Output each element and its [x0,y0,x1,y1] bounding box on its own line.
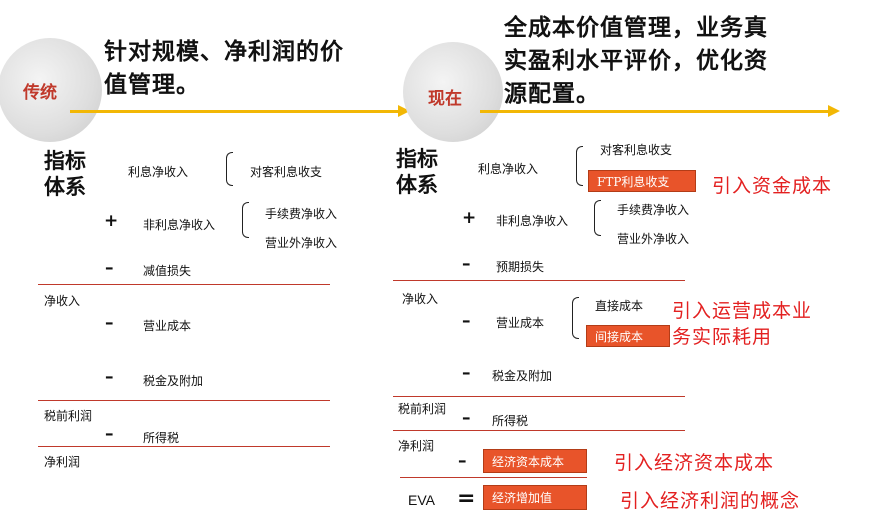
divider [38,400,330,401]
side-label-line: 体系 [44,175,86,199]
indirect-cost-box: 间接成本 [586,325,670,347]
current-side-label: 指标 体系 [396,146,438,198]
net-income-label: 净收入 [44,294,81,308]
brace [572,297,579,339]
side-label-line: 体系 [396,173,438,197]
brace [226,152,233,186]
interest-income: 利息净收入 [128,165,189,179]
customer-interest: 对客利息收支 [600,143,673,157]
side-label-line: 指标 [44,149,86,173]
divider [38,284,330,285]
minus-operator: – [105,313,114,333]
current-badge-circle [403,42,503,142]
interest-income: 利息净收入 [478,162,539,176]
current-arrow-head [828,105,840,117]
impairment: 减值损失 [143,264,192,278]
current-headline-line: 全成本价值管理，业务真 [504,15,768,41]
divider [393,396,685,397]
traditional-side-label: 指标 体系 [44,148,86,200]
current-headline-line: 实盈利水平评价，优化资 [504,48,768,74]
non-operating-income: 营业外净收入 [617,232,690,246]
operating-cost: 营业成本 [143,319,192,333]
minus-operator: – [105,367,114,387]
note-line: 引入运营成本业 [672,300,813,322]
traditional-headline: 针对规模、净利润的价 值管理。 [104,36,344,102]
divider [393,280,685,281]
divider [393,430,685,431]
non-interest-income: 非利息净收入 [143,218,216,232]
traditional-badge: 传统 [23,83,57,103]
net-profit-label: 净利润 [398,439,435,453]
current-arrow-line [480,110,830,113]
direct-cost: 直接成本 [595,299,644,313]
income-tax: 所得税 [492,414,529,428]
current-headline-line: 源配置。 [504,81,600,107]
net-income-label: 净收入 [402,292,439,306]
income-tax: 所得税 [143,431,180,445]
divider [400,477,587,478]
eva-label: EVA [408,492,435,508]
plus-operator: + [462,208,477,228]
minus-operator: – [105,424,114,444]
traditional-badge-circle [0,38,102,142]
note-econ-capital: 引入经济资本成本 [614,452,775,474]
tax-surcharge: 税金及附加 [143,374,204,388]
brace [594,200,601,236]
traditional-headline-line: 针对规模、净利润的价 [104,39,344,65]
fee-income: 手续费净收入 [617,203,690,217]
fee-income: 手续费净收入 [265,207,338,221]
traditional-arrow-line [70,110,400,113]
non-interest-income: 非利息净收入 [496,214,569,228]
brace [242,202,249,238]
note-line: 务实际耗用 [672,326,773,348]
brace [576,146,583,186]
customer-interest: 对客利息收支 [250,165,323,179]
operating-cost: 营业成本 [496,316,545,330]
divider [38,446,330,447]
equals-operator: = [457,486,476,511]
traditional-headline-line: 值管理。 [104,72,200,98]
note-ftp: 引入资金成本 [712,175,833,197]
minus-operator: – [462,311,471,331]
non-operating-income: 营业外净收入 [265,236,338,250]
net-profit-label: 净利润 [44,455,81,469]
minus-operator: – [462,408,471,428]
side-label-line: 指标 [396,147,438,171]
econ-capital-box: 经济资本成本 [483,449,587,473]
note-eva: 引入经济利润的概念 [620,490,801,512]
ftp-interest-box: FTP利息收支 [588,170,696,192]
pretax-label: 税前利润 [398,402,447,416]
expected-loss: 预期损失 [496,260,545,274]
minus-operator: – [462,363,471,383]
tax-surcharge: 税金及附加 [492,369,553,383]
plus-operator: + [104,211,119,231]
current-headline: 全成本价值管理，业务真 实盈利水平评价，优化资 源配置。 [504,12,768,111]
minus-operator: – [462,254,471,274]
minus-operator: – [105,258,114,278]
pretax-label: 税前利润 [44,409,93,423]
minus-operator: – [458,451,467,471]
current-badge: 现在 [428,89,462,109]
eva-box: 经济增加值 [483,485,587,510]
note-operating-cost: 引入运营成本业 务实际耗用 [672,298,812,350]
